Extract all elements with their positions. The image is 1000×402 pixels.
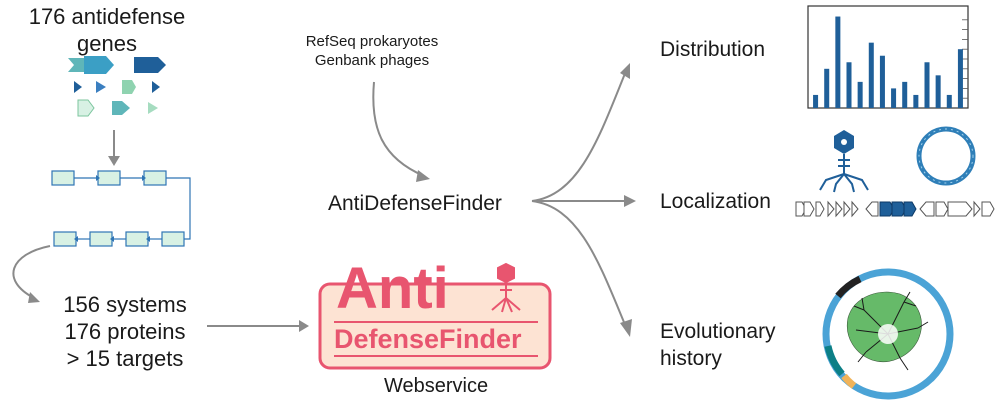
distribution-bar: [857, 81, 863, 108]
logo-phage-icon: [491, 262, 521, 313]
input-title: 176 antidefense genes: [12, 3, 202, 57]
distribution-bar: [957, 49, 963, 108]
output-arrows: [531, 63, 636, 337]
distribution-bar: [891, 88, 897, 108]
distribution-bar-chart: [807, 5, 969, 109]
summary-line3: > 15 targets: [66, 346, 184, 371]
node-box: [161, 231, 185, 247]
gene-arrow-6: [122, 80, 136, 94]
gene-arrow-8: [77, 99, 95, 117]
distribution-bar: [913, 94, 919, 108]
distribution-bar: [846, 62, 852, 108]
input-title-line1: 176 antidefense: [28, 4, 186, 29]
distribution-bar: [935, 75, 941, 108]
gene-arrow-2: [84, 56, 114, 74]
tool-name: AntiDefenseFinder: [328, 192, 502, 215]
summary-line2: 176 proteins: [64, 319, 186, 344]
arrow-sources-to-tool: [372, 81, 430, 182]
gene-arrow-7: [152, 81, 160, 93]
node-box: [143, 170, 167, 186]
sources-line1: RefSeq prokaryotes: [305, 33, 439, 50]
gene-arrow-4: [74, 81, 82, 93]
output-evolution-line1: Evolutionary: [660, 320, 776, 343]
node-box: [125, 231, 149, 247]
distribution-bar: [835, 16, 841, 108]
output-evolution-label: Evolutionary history: [660, 318, 776, 372]
output-localization-label: Localization: [660, 190, 771, 213]
plasmid-illustration: [916, 126, 976, 186]
phage-illustration: [819, 130, 869, 193]
gene-arrow-9: [112, 101, 130, 115]
sources-line2: Genbank phages: [314, 52, 430, 69]
summary-line1: 156 systems: [63, 292, 187, 317]
system-graph-illustration: [51, 170, 191, 247]
antidefensefinder-logo: Anti DefenseFinder: [318, 256, 552, 370]
output-evolution-line2: history: [660, 347, 722, 370]
gene-arrows-illustration: [68, 56, 166, 117]
webservice-label: Webservice: [384, 375, 489, 397]
chart-frame: [807, 5, 969, 109]
distribution-bar: [868, 42, 874, 108]
logo-word-bottom: DefenseFinder: [334, 324, 522, 354]
node-box: [97, 170, 121, 186]
gene-arrow-5: [96, 81, 106, 93]
genomic-locus-illustration: [795, 200, 995, 218]
input-title-line2: genes: [77, 31, 137, 56]
arrow-to-webservice: [207, 320, 309, 332]
distribution-bar: [824, 68, 830, 108]
distribution-bar: [902, 81, 908, 108]
down-arrow: [108, 130, 120, 166]
chart-ticks: [962, 19, 968, 99]
sources-block: RefSeq prokaryotes Genbank phages: [282, 32, 462, 70]
distribution-bar: [813, 94, 819, 108]
summary-block: 156 systems 176 proteins > 15 targets: [40, 291, 210, 372]
gene-arrow-10: [148, 102, 158, 114]
node-box: [89, 231, 113, 247]
curved-arrow-left: [12, 245, 51, 303]
logo-word-top: Anti: [336, 256, 449, 321]
distribution-bar: [879, 55, 885, 108]
node-box: [51, 170, 75, 186]
distribution-bar: [924, 62, 930, 108]
distribution-bar: [946, 94, 952, 108]
phylogenetic-tree-illustration: [822, 268, 954, 400]
gene-arrow-3: [134, 57, 166, 73]
output-distribution-label: Distribution: [660, 38, 766, 61]
